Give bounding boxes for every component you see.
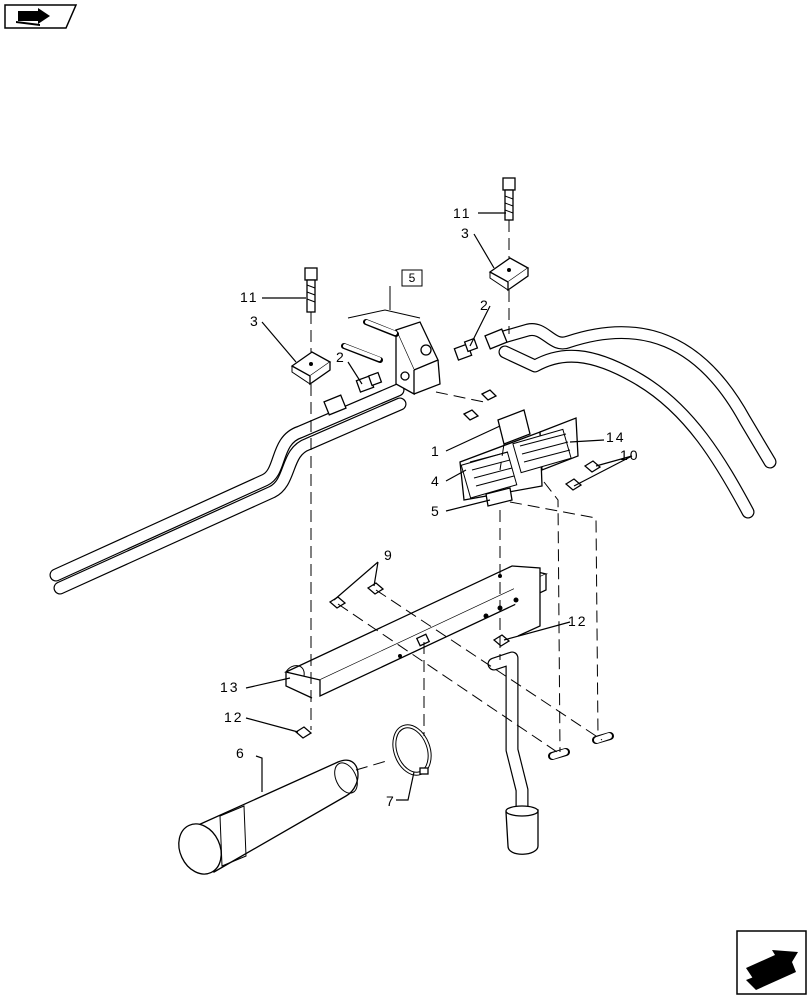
clamp-bracket-right xyxy=(488,257,530,292)
callout-1: 1 xyxy=(431,443,441,459)
callout-3-right: 3 xyxy=(461,225,471,241)
nut-10a xyxy=(583,460,602,473)
callout-7: 7 xyxy=(386,793,396,809)
support-bar xyxy=(284,565,548,699)
callout-12-right: 12 xyxy=(568,613,588,629)
screw-lower-a xyxy=(548,748,570,760)
grip-sleeve xyxy=(178,759,359,875)
lever-handle xyxy=(487,651,539,855)
nut-small-b xyxy=(462,409,480,421)
kit-reference-label: 5 xyxy=(409,271,416,285)
bolt-left xyxy=(304,267,318,313)
nut-10b xyxy=(564,478,583,491)
hydraulic-tube-assembly xyxy=(49,323,777,595)
nut-12-lower xyxy=(294,726,313,739)
book-arrow-icon[interactable] xyxy=(4,4,78,29)
screw-lower-b xyxy=(592,732,614,744)
fitting-left xyxy=(355,371,383,393)
bolt-right xyxy=(502,177,516,221)
warning-decal-right xyxy=(512,428,572,474)
clamp-bracket-left xyxy=(290,351,332,386)
kit-reference-box: 5 xyxy=(401,269,423,287)
callout-2-left: 2 xyxy=(336,349,346,365)
next-page-arrow-icon[interactable] xyxy=(736,930,807,995)
callout-5: 5 xyxy=(431,503,441,519)
nut-9b xyxy=(366,582,385,595)
callout-13: 13 xyxy=(220,679,240,695)
callout-10: 10 xyxy=(620,447,640,463)
leader-lines xyxy=(245,212,633,801)
callout-2-right: 2 xyxy=(480,297,490,313)
nut-12-upper xyxy=(492,634,511,647)
callout-11-right: 11 xyxy=(453,205,472,221)
valve-block-assembly xyxy=(341,286,479,396)
callout-4: 4 xyxy=(431,473,441,489)
callout-3-left: 3 xyxy=(250,313,260,329)
callout-11-left: 11 xyxy=(240,289,259,305)
decal-mounting-plate xyxy=(459,409,579,507)
callout-6: 6 xyxy=(236,745,246,761)
callout-12-left: 12 xyxy=(224,709,244,725)
callout-14: 14 xyxy=(606,429,626,445)
assembly-lines xyxy=(310,220,603,771)
fitting-right xyxy=(453,337,479,361)
nut-small-a xyxy=(480,389,498,401)
callout-labels: 11 11 3 3 2 2 1 4 5 14 10 9 12 13 12 6 7 xyxy=(220,205,640,809)
hose-clamp xyxy=(392,724,432,776)
warning-decal-left xyxy=(460,451,518,499)
callout-9: 9 xyxy=(384,547,394,563)
nut-9a xyxy=(328,596,347,609)
